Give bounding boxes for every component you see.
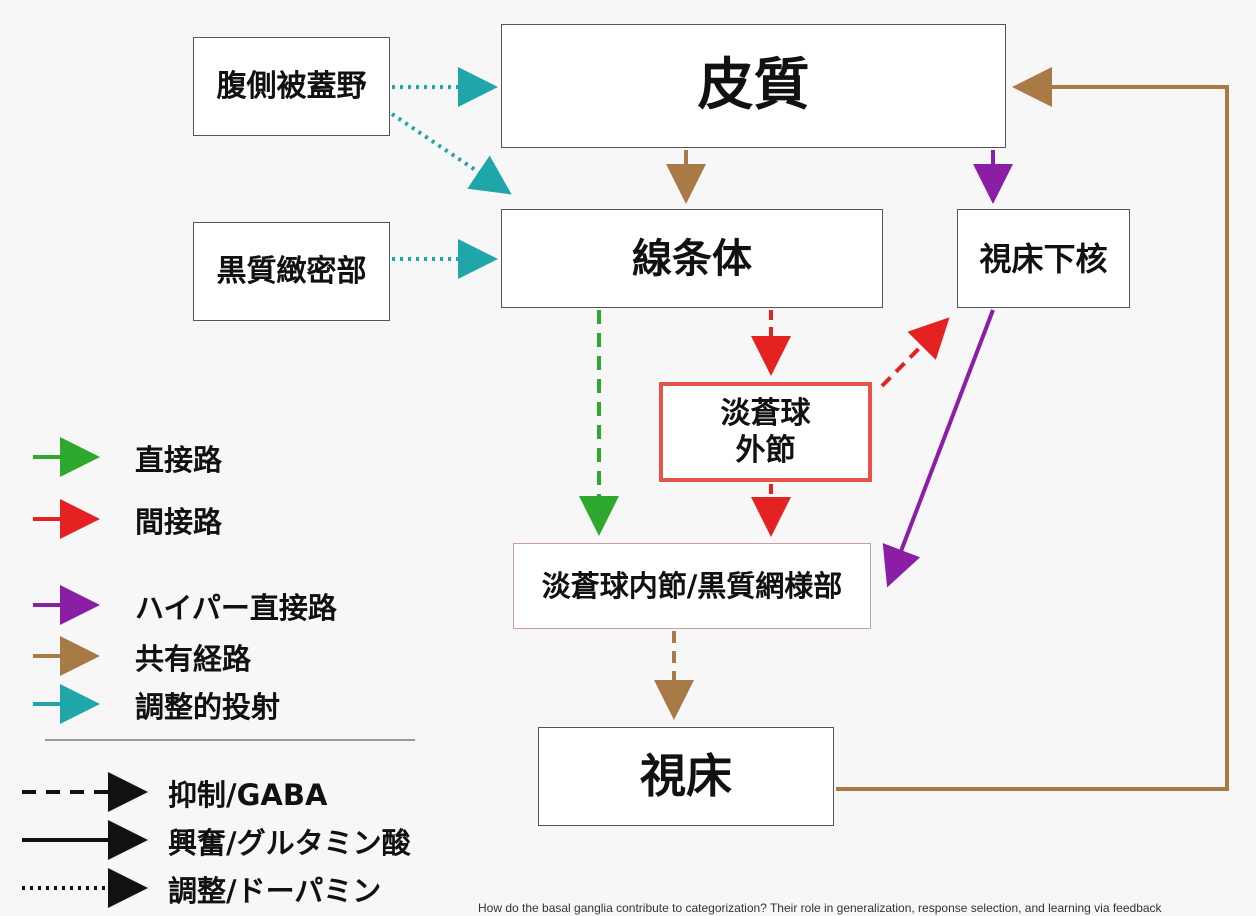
footer-caption: How do the basal ganglia contribute to c…	[478, 901, 1162, 915]
edge-gpe-stn	[880, 317, 950, 388]
legend-label-direct: 直接路	[135, 443, 223, 477]
edge-vta-striatum	[390, 112, 512, 195]
node-gpi-snr: 淡蒼球内節/黒質網様部	[513, 543, 871, 629]
node-globus-pallidus-external: 淡蒼球 外節	[659, 382, 872, 482]
node-subthalamic-nucleus: 視床下核	[957, 209, 1130, 308]
node-substantia-nigra-compacta: 黒質緻密部	[193, 222, 390, 321]
legend-divider	[45, 739, 415, 741]
legend-label-modulation: 調整/ドーパミン	[168, 874, 382, 908]
node-ventral-tegmental-area: 腹側被蓋野	[193, 37, 390, 136]
legend-label-modulatory: 調整的投射	[135, 690, 281, 724]
node-cortex: 皮質	[501, 24, 1006, 148]
edge-stn-gpi	[882, 309, 995, 588]
legend-label-indirect: 間接路	[135, 505, 223, 539]
node-thalamus: 視床	[538, 727, 834, 826]
legend-label-excitatory: 興奮/グルタミン酸	[168, 826, 411, 860]
legend-label-shared: 共有経路	[135, 642, 252, 676]
edge-thalamus-cortex	[836, 67, 1229, 791]
legend-label-hyperdirect: ハイパー直接路	[135, 591, 337, 625]
node-striatum: 線条体	[501, 209, 883, 308]
legend-label-inhibitory: 抑制/GABA	[168, 778, 328, 812]
